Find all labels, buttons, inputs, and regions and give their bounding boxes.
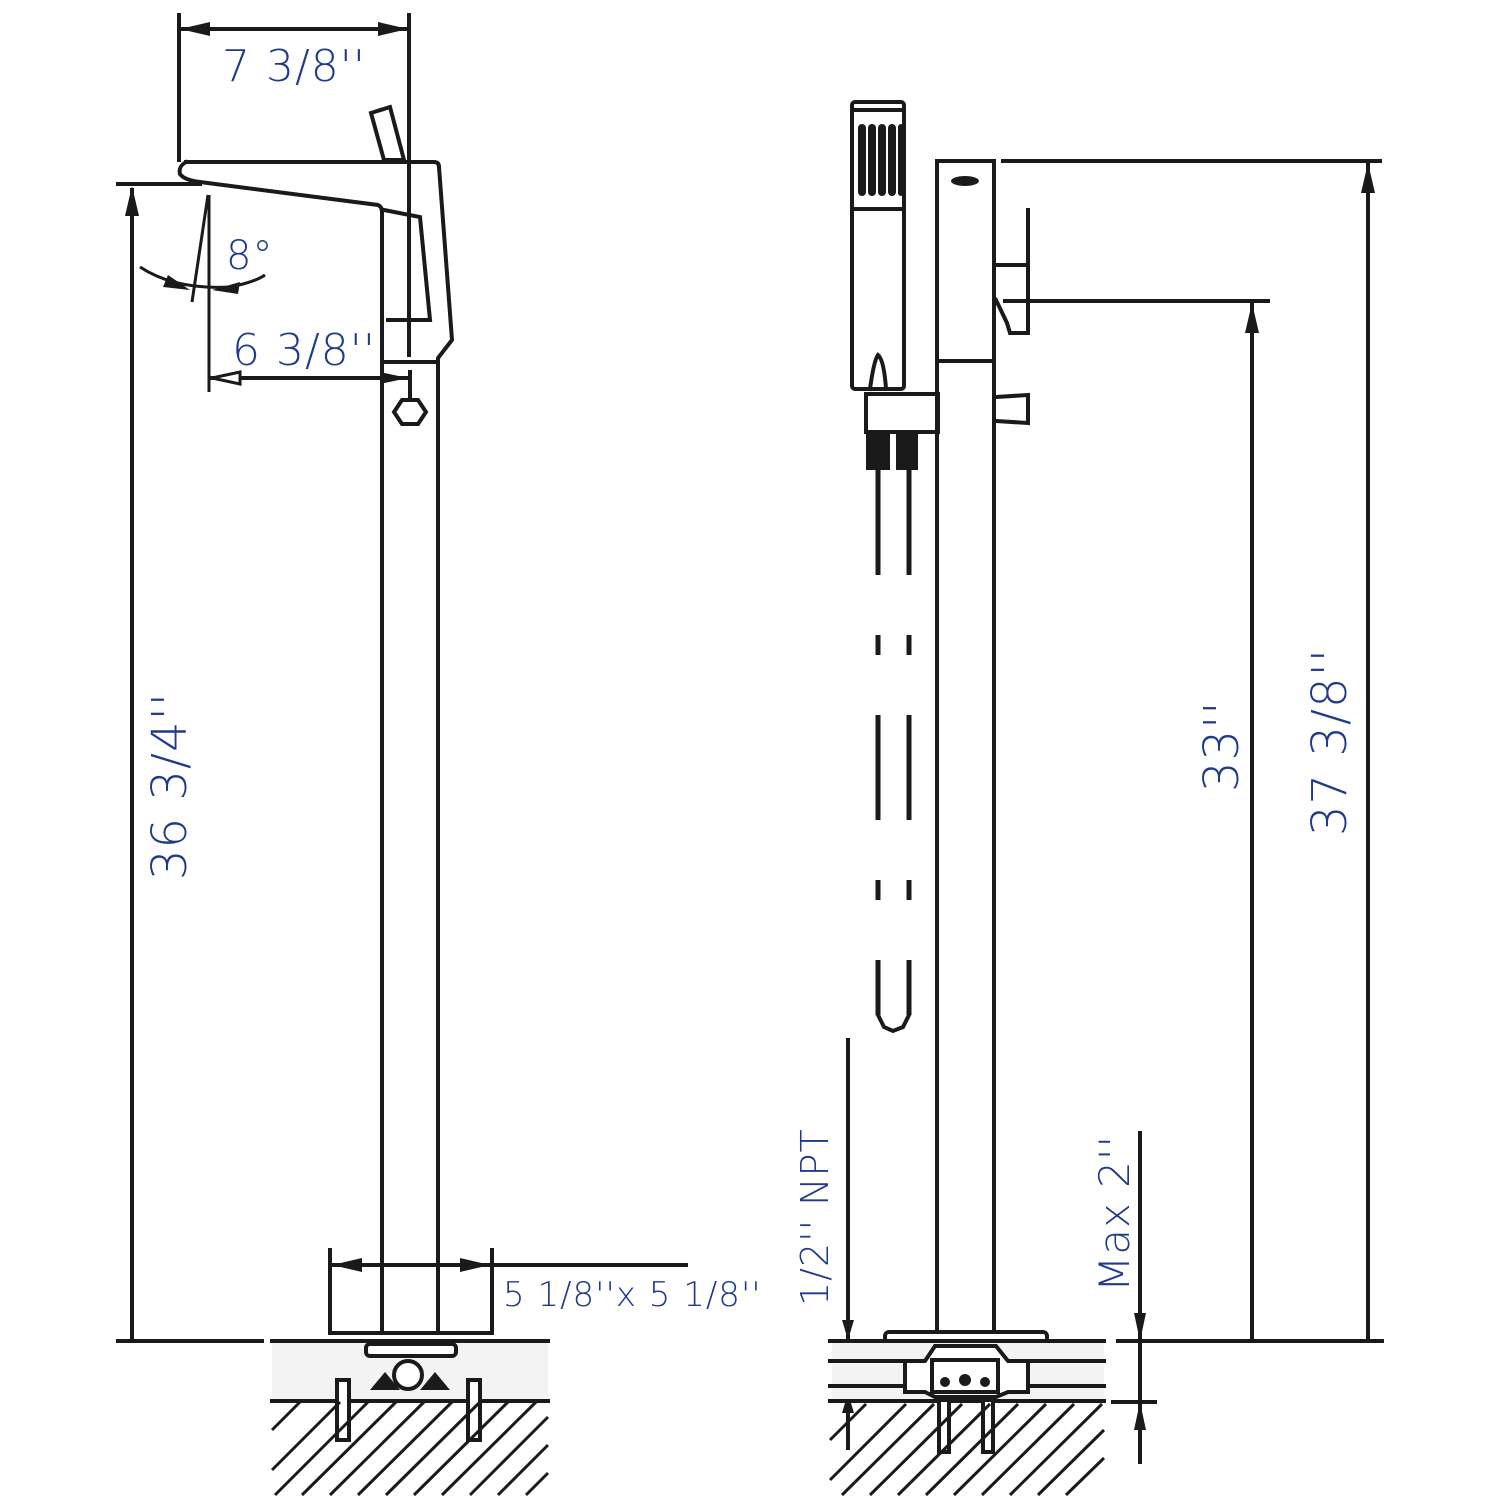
label-spout-angle: 8°: [226, 233, 274, 279]
label-height-37-3-8: 37 3/8'': [1302, 648, 1358, 836]
faucet-column-front: [935, 159, 1030, 1332]
label-height-36-3-4: 36 3/4'': [142, 692, 198, 880]
dimension-line-37-3-8: [1001, 159, 1384, 1343]
base-plate-side: [328, 1248, 688, 1335]
floor-section-side: [270, 1339, 550, 1497]
faucet-spout-side: [177, 104, 455, 1332]
angle-indicator: [139, 194, 266, 392]
hose-dashed: [875, 470, 912, 1034]
dimension-line-spout-width: [177, 13, 411, 357]
dimension-line-33: [1003, 299, 1270, 1342]
label-spout-width: 7 3/8'': [222, 41, 366, 92]
label-base-plate: 5 1/8''x 5 1/8'': [503, 1275, 762, 1315]
label-height-33: 33'': [1194, 700, 1250, 792]
hand-shower: [850, 100, 940, 470]
dimension-line-spout-reach: [210, 370, 410, 386]
floor-section-front: [828, 1330, 1106, 1497]
dimension-line-max-2: [1111, 1131, 1157, 1464]
label-floor-thickness: Max 2'': [1090, 1135, 1139, 1292]
label-supply-thread: 1/2'' NPT: [793, 1128, 837, 1306]
dimension-line-height-36-3-4: [116, 182, 264, 1343]
label-spout-reach: 6 3/8'': [232, 325, 376, 376]
